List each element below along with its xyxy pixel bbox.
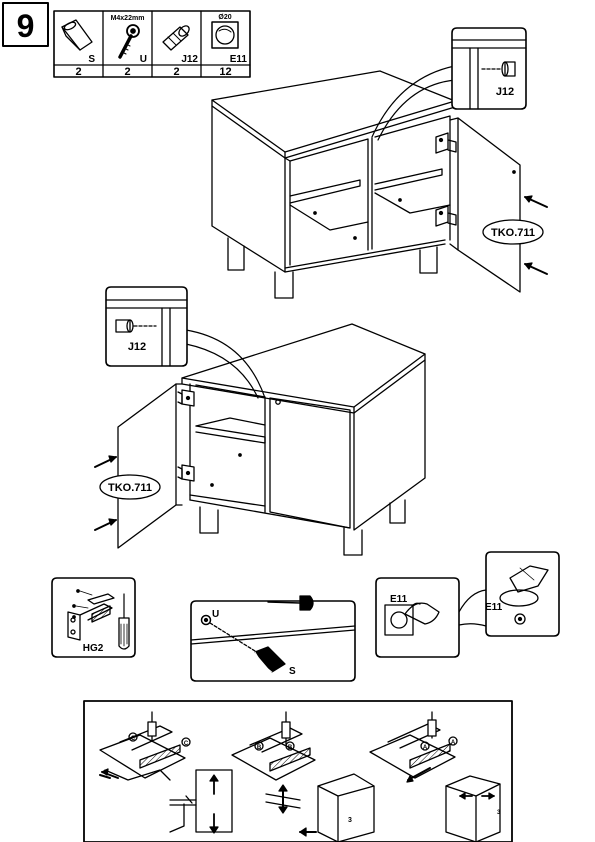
door-side-adjust: 3 bbox=[445, 775, 501, 842]
hinge-adjust-c: C C bbox=[99, 711, 191, 781]
hinge-detail-box: HG2 bbox=[51, 577, 136, 658]
door-label-middle: TKO.711 bbox=[108, 482, 152, 494]
parts-table: S 2 M4x22mm U 2 J12 2 Ø20 bbox=[53, 10, 251, 78]
marker-c-right: C bbox=[184, 741, 189, 747]
detail-dowel-top: J12 bbox=[451, 27, 527, 110]
cabinet-middle-view: TKO.711 bbox=[94, 323, 426, 556]
part-code-j12: J12 bbox=[181, 54, 198, 65]
cam-lock-icon bbox=[61, 19, 93, 51]
screw-label-u: U bbox=[212, 609, 219, 620]
detail-dowel-top-label: J12 bbox=[496, 86, 514, 98]
part-code-s: S bbox=[88, 54, 95, 65]
cap-label-left: E11 bbox=[390, 594, 408, 605]
marker-a-right: A bbox=[451, 740, 456, 746]
part-code-e11: E11 bbox=[230, 54, 248, 65]
cabinet-top-view: TKO.711 bbox=[211, 70, 548, 299]
screw-icon bbox=[118, 24, 140, 59]
hinge-adjust-panel: C C B B bbox=[83, 700, 513, 842]
detail-dowel-middle-label: J12 bbox=[128, 341, 146, 353]
part-code-u: U bbox=[140, 54, 147, 65]
cover-cap-detail: E11 E11 bbox=[375, 551, 560, 658]
part-size-e11: Ø20 bbox=[218, 14, 231, 21]
part-qty-u: 2 bbox=[124, 66, 130, 78]
door-label-top: TKO.711 bbox=[491, 227, 535, 239]
part-size-u: M4x22mm bbox=[111, 15, 145, 22]
screw-cam-detail-box: U S bbox=[190, 595, 356, 682]
cover-cap-icon bbox=[211, 21, 239, 49]
hinge-adjust-b: B B bbox=[231, 711, 316, 814]
dowel-icon bbox=[162, 25, 190, 51]
door-vertical-adjust bbox=[169, 769, 233, 834]
detail-dowel-middle: J12 bbox=[105, 286, 188, 367]
marker-b-left: B bbox=[257, 745, 262, 751]
step-number: 9 bbox=[17, 8, 35, 44]
step-number-box: 9 bbox=[2, 2, 49, 47]
cap-label-right: E11 bbox=[485, 602, 503, 613]
part-qty-j12: 2 bbox=[173, 66, 179, 78]
door-depth-adjust: 3 bbox=[299, 773, 375, 842]
hinge-adjust-a: A A bbox=[369, 711, 458, 783]
marker-c-left: C bbox=[131, 736, 136, 742]
part-qty-e11: 12 bbox=[219, 66, 231, 78]
door-number-middle: 3 bbox=[348, 817, 352, 824]
door-number-right: 3 bbox=[497, 810, 501, 816]
marker-b-right: B bbox=[288, 745, 293, 751]
marker-a-left: A bbox=[423, 745, 428, 751]
part-qty-s: 2 bbox=[75, 66, 81, 78]
hinge-label: HG2 bbox=[83, 643, 104, 654]
screw-label-s: S bbox=[289, 666, 296, 677]
